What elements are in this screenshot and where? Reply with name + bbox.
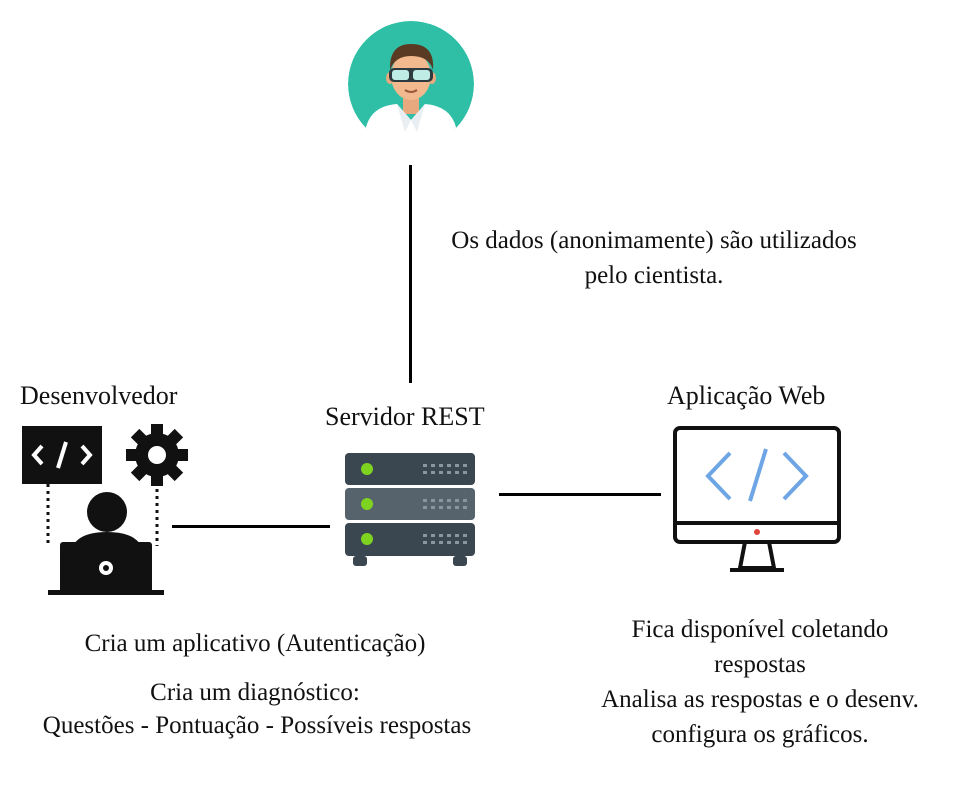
scientist-avatar-icon [347,20,475,132]
developer-desc-line-3: Questões - Pontuação - Possíveis respost… [42,712,472,739]
webapp-desc-line-3: Analisa as respostas e o desenv. [601,686,919,713]
server-webapp-connector [499,493,661,496]
webapp-title: Aplicação Web [667,381,826,410]
webapp-desc-line-4: configura os gráficos. [651,721,869,748]
webapp-desc-line-1: Fica disponível coletando [631,616,889,643]
developer-desc-line-1: Cria um aplicativo (Autenticação) [84,630,426,657]
scientist-note-line-2: pelo cientista. [584,262,724,289]
developer-title: Desenvolvedor [20,381,178,410]
scientist-server-connector [409,165,412,383]
server-rack-icon [345,453,475,568]
developer-desc-line-2: Cria um diagnóstico: [150,679,360,706]
developer-server-connector [172,525,330,528]
monitor-code-icon [672,425,842,575]
server-title: Servidor REST [325,402,485,431]
scientist-note-line-1: Os dados (anonimamente) são utilizados [451,227,857,254]
developer-laptop-icon [20,424,190,596]
webapp-desc-line-2: respostas [714,651,806,678]
